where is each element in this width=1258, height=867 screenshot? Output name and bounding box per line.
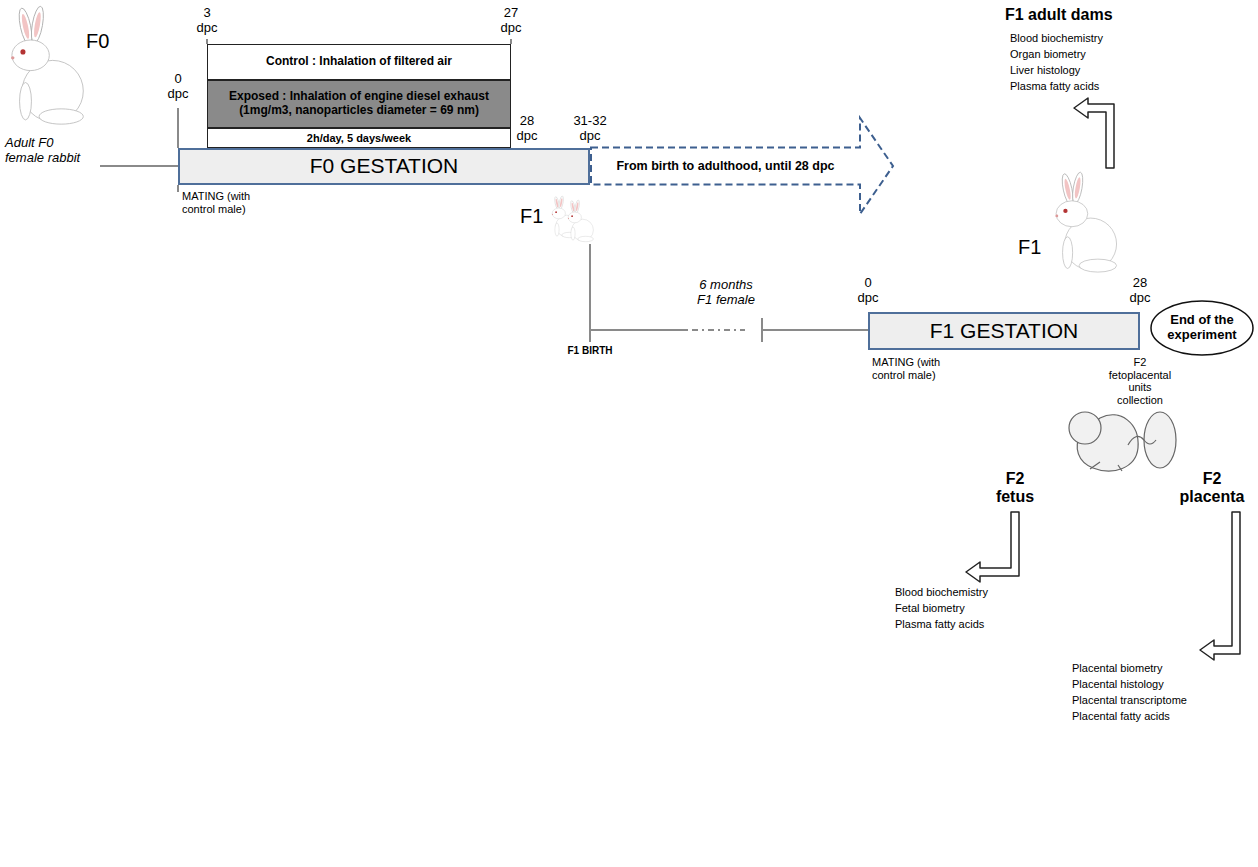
- timeline-line: [100, 165, 178, 167]
- fetoplacental-unit: [1069, 412, 1176, 471]
- fetus-limb: [1090, 462, 1122, 471]
- timeline: [100, 39, 868, 342]
- group-heading: F2 placenta: [1174, 470, 1250, 507]
- time-point: 28 dpc: [1126, 276, 1154, 306]
- analysis-item: Placental fatty acids: [1072, 710, 1202, 723]
- analysis-item: Blood biochemistry: [895, 586, 1005, 599]
- box-text: Exposed : Inhalation of engine diesel ex…: [214, 90, 504, 118]
- f0-rabbit: [11, 5, 83, 124]
- period-arrow: From birth to adulthood, until 28 dpc: [590, 116, 895, 216]
- f1-kit: [568, 200, 594, 242]
- timeline-tick: [177, 185, 179, 192]
- box-text: From birth to adulthood, until 28 dpc: [616, 159, 834, 173]
- timeline-tick: [177, 108, 179, 148]
- timeline-break: [692, 329, 745, 331]
- box-text: F0 GESTATION: [310, 154, 459, 178]
- analysis-item: Placental biometry: [1072, 662, 1202, 675]
- analysis-item: Liver histology: [1010, 64, 1120, 77]
- generation-label: F1: [1018, 236, 1048, 259]
- gestation-bar: F0 GESTATION: [178, 148, 590, 185]
- time-point: 0 dpc: [854, 276, 882, 306]
- group-heading: F1 adult dams: [1005, 6, 1145, 24]
- timeline-line: [590, 329, 688, 331]
- fetus-head: [1069, 412, 1101, 444]
- box-text: 2h/day, 5 days/week: [307, 132, 411, 145]
- placenta-sketch: [1144, 412, 1176, 468]
- hollow-arrow: [1200, 512, 1240, 660]
- time-point: 31-32 dpc: [570, 114, 610, 144]
- analysis-item: Plasma fatty acids: [895, 618, 1005, 631]
- timeline-line: [762, 329, 868, 331]
- box-text: F1 GESTATION: [930, 319, 1079, 343]
- exposure-box: Control : Inhalation of filtered air: [207, 44, 511, 80]
- end-ellipse: End of the experiment: [1150, 300, 1254, 356]
- time-point: 3 dpc: [193, 6, 221, 36]
- hollow-arrow: [1074, 98, 1114, 168]
- dashed-arrow-outline: [591, 118, 893, 214]
- analysis-item: Blood biochemistry: [1010, 32, 1120, 45]
- analysis-item: Plasma fatty acids: [1010, 80, 1120, 93]
- ellipse-outline: [1151, 301, 1253, 355]
- analysis-item: Fetal biometry: [895, 602, 1005, 615]
- group-heading: F2 fetus: [990, 470, 1040, 507]
- gestation-bar: F1 GESTATION: [868, 312, 1140, 350]
- box-text: Control : Inhalation of filtered air: [266, 55, 452, 69]
- event-label: MATING (with control male): [872, 356, 952, 381]
- time-note: 6 months F1 female: [693, 278, 759, 308]
- box-text: End of the experiment: [1160, 313, 1244, 343]
- hollow-arrow: [966, 512, 1019, 582]
- time-point: 27 dpc: [497, 6, 525, 36]
- event-label: F2 fetoplacental units collection: [1105, 356, 1175, 407]
- umbilical-cord: [1128, 436, 1156, 445]
- time-point: 0 dpc: [164, 72, 192, 102]
- time-point: 28 dpc: [513, 114, 541, 144]
- analysis-item: Organ biometry: [1010, 48, 1120, 61]
- generation-label: F0: [86, 30, 122, 53]
- timeline-line: [589, 244, 591, 342]
- analysis-item: Placental transcriptome: [1072, 694, 1202, 707]
- animal-label: Adult F0 female rabbit: [5, 136, 87, 166]
- event-label: MATING (with control male): [182, 190, 262, 215]
- exposure-box: Exposed : Inhalation of engine diesel ex…: [207, 80, 511, 128]
- f1-adult-rabbit: [1055, 171, 1116, 272]
- analysis-item: Placental histology: [1072, 678, 1202, 691]
- generation-label: F1: [520, 205, 550, 228]
- event-label: F1 BIRTH: [555, 345, 625, 357]
- schedule-box: 2h/day, 5 days/week: [207, 128, 511, 148]
- hollow-arrows: [966, 98, 1240, 660]
